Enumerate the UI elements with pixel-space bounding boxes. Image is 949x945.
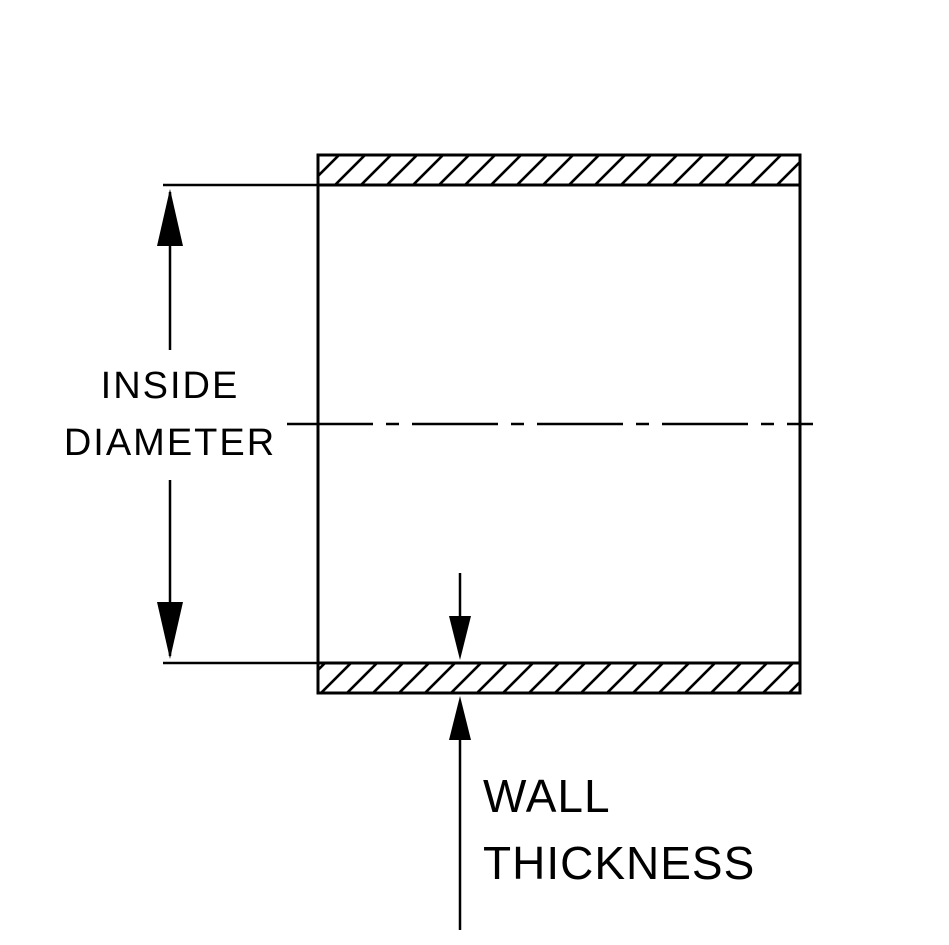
wall-thickness-label-line1: WALL <box>483 770 611 822</box>
wt-arrow-up-icon <box>449 696 471 740</box>
bottom-wall-hatch <box>316 661 802 695</box>
top-wall-hatch <box>316 153 802 187</box>
inside-diameter-label-line2: DIAMETER <box>63 422 277 464</box>
id-arrow-up-icon <box>157 189 183 246</box>
id-arrow-down-icon <box>157 602 183 659</box>
inside-diameter-label-line1: INSIDE <box>100 365 240 407</box>
wall-thickness-label: WALL THICKNESS <box>483 763 755 896</box>
inside-diameter-label: INSIDE DIAMETER <box>57 350 283 480</box>
wall-thickness-label-line2: THICKNESS <box>483 836 756 889</box>
wt-arrow-down-icon <box>449 616 471 660</box>
